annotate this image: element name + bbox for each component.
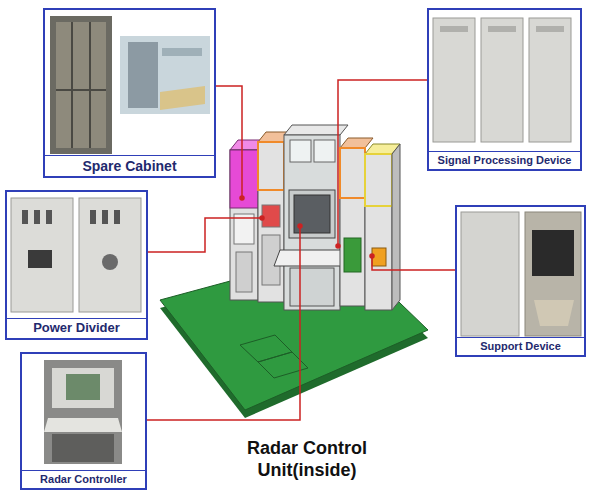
photo-group-part (532, 230, 574, 276)
photo-group-part (440, 26, 468, 32)
callout-box: Power Divider (5, 190, 148, 340)
cabinet-illustration-part (274, 250, 350, 266)
photo-group-part (128, 42, 158, 108)
cabinet-illustration-part (290, 140, 311, 162)
photo-group-part (433, 18, 475, 142)
cabinet-illustration-part (262, 205, 280, 227)
photo-group-part (102, 254, 118, 270)
callout-box: Spare Cabinet (43, 8, 216, 178)
leader-lines-part (372, 256, 455, 270)
cabinet-illustration-part (392, 144, 400, 310)
photo-group-part (529, 18, 571, 142)
photo-group-part (66, 374, 100, 400)
cabinet-illustration-part (365, 154, 392, 206)
callout-box: Radar Controller (20, 352, 147, 490)
photo-group-part (56, 22, 106, 148)
leader-lines-part (338, 80, 427, 244)
photo-group-part (44, 418, 122, 432)
leader-lines-part (148, 218, 262, 252)
cabinet-illustration-part (230, 150, 258, 208)
photo-group-part (455, 205, 586, 357)
leader-lines-part (336, 244, 340, 248)
leader-lines-part (216, 86, 242, 196)
cabinet-illustration-part (344, 238, 361, 272)
cabinet-illustration-part (340, 138, 373, 148)
photo-group-part (71, 22, 73, 148)
photo-group-part (34, 210, 40, 224)
photo-group-part (28, 250, 52, 268)
callout-label: Support Device (457, 337, 584, 355)
photo-group-part (90, 210, 96, 224)
callout-label: Spare Cabinet (45, 155, 214, 176)
leader-lines-part (260, 216, 264, 220)
photo-group-part (52, 434, 114, 462)
leader-lines-part (370, 254, 374, 258)
photo-group-part (162, 48, 202, 56)
photo-group-part (160, 86, 205, 110)
callout-label: Signal Processing Device (429, 151, 580, 169)
photo-group-part (488, 26, 516, 32)
cabinet-illustration-part (284, 135, 340, 310)
cabinet-illustration-part (230, 150, 258, 300)
photo-group-part (427, 8, 582, 171)
leader-lines-part (240, 196, 244, 200)
photo-group-part (525, 212, 581, 336)
photo-group-part (461, 212, 519, 336)
leader-lines (147, 80, 455, 420)
cabinet-illustration-part (258, 142, 284, 302)
cabinet-illustration-part (258, 142, 284, 190)
unit-caption: Radar Control Unit(inside) (222, 438, 392, 481)
leader-lines-part (147, 226, 300, 420)
photo-group-part (102, 210, 108, 224)
photo-group-part (46, 210, 52, 224)
leader-lines-part (298, 224, 302, 228)
callout-label: Power Divider (7, 318, 146, 338)
photo-group-part (22, 210, 28, 224)
callout-label: Radar Controller (22, 470, 145, 488)
callout-box: Signal Processing Device (427, 8, 582, 171)
base-plate-part (240, 335, 292, 362)
cabinet-illustration-part (340, 148, 365, 198)
photo-group-part (43, 8, 216, 178)
photo-group-part (536, 26, 564, 32)
photo-group-part (534, 300, 574, 326)
photo-group-part (56, 89, 106, 91)
photo-group-part (114, 210, 120, 224)
photo-group-part (44, 360, 122, 464)
cabinet-illustration-part (290, 268, 334, 306)
photo-group (5, 8, 586, 490)
cabinet-illustration-part (314, 140, 335, 162)
photo-group-part (89, 22, 91, 148)
callout-box: Support Device (455, 205, 586, 357)
photo-group-part (50, 16, 112, 154)
photo-group-part (11, 198, 73, 312)
photo-group-part (20, 352, 147, 490)
cabinet-illustration-part (365, 154, 392, 310)
photo-group-part (52, 368, 114, 408)
cabinet-illustration-part (236, 252, 252, 292)
photo-group-part (120, 36, 210, 114)
photo-group-part (5, 190, 148, 340)
cabinet-illustration-part (289, 190, 335, 238)
cabinet-illustration-part (294, 195, 330, 233)
photo-group-part (79, 198, 141, 312)
cabinet-illustration-part (340, 148, 365, 306)
photo-group-part (481, 18, 523, 142)
